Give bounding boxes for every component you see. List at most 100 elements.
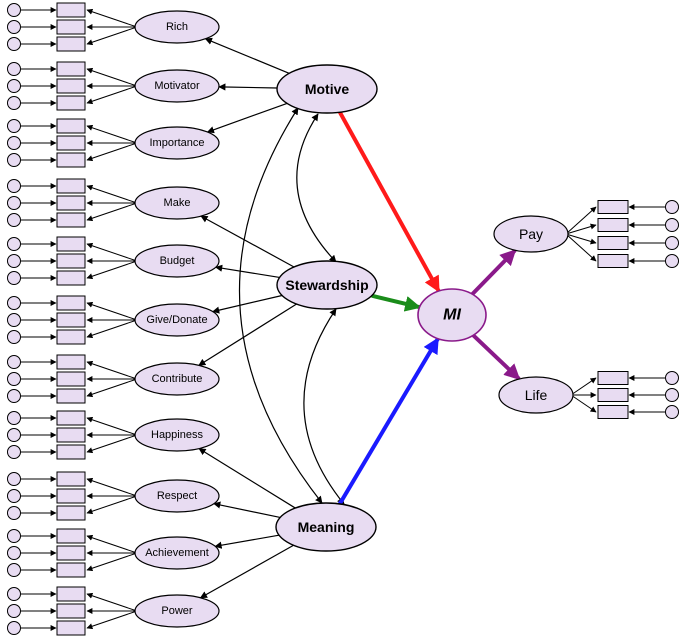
item-box [597,388,629,402]
item-box [56,295,86,311]
path-importance-to-item-3 [86,142,138,162]
path-pay-to-item-1 [565,206,597,235]
item-box [56,354,86,370]
latent-meaning [275,502,377,552]
indicator-contribute [134,362,220,396]
path-power-to-item-1 [86,592,138,612]
path-budget-to-item-1 [86,242,138,262]
error-term-circle [7,196,21,210]
path-budget-to-item-3 [86,260,138,280]
error-term-circle [7,119,21,133]
path-power-to-item-3 [86,610,138,630]
path-stewardship-to-make [200,215,295,268]
error-term-circle [7,604,21,618]
path-rich-to-item-1 [86,8,138,28]
path-mi-to-pay [470,248,517,296]
error-term-circle [7,136,21,150]
path-importance-to-item-1 [86,124,138,144]
indicator-label-achievement: Achievement [145,547,209,559]
error-term-circle [665,371,679,385]
path-meaning-to-mi [337,337,440,505]
item-box [597,200,629,214]
path-achievement-to-item-1 [86,534,138,554]
covariance-motive-meaning [238,107,323,504]
item-box [56,61,86,77]
path-meaning-to-happiness [198,448,296,509]
path-stewardship-to-contribute [198,303,297,366]
error-term-circle [665,200,679,214]
latent-label-motive: Motive [305,81,350,97]
item-box [56,135,86,151]
indicator-importance [134,126,220,160]
error-term-circle [7,445,21,459]
path-pay-to-item-4 [565,233,597,262]
item-box [597,254,629,268]
path-motive-to-motivator [218,83,278,91]
item-box [56,444,86,460]
path-meaning-to-power [199,544,294,599]
error-term-circle [7,37,21,51]
indicator-label-importance: Importance [149,137,204,149]
path-achievement-to-item-3 [86,552,138,572]
indicator-label-make: Make [164,197,191,209]
path-stewardship-to-give-donate [212,294,283,314]
path-stewardship-to-mi [371,293,422,312]
outcome-life [498,376,574,414]
path-stewardship-to-budget [215,264,280,279]
error-term-circle [7,237,21,251]
indicator-label-rich: Rich [166,21,188,33]
path-pay-to-item-3 [565,233,597,245]
item-box [56,19,86,35]
item-box [597,405,629,419]
indicator-happiness [134,418,220,452]
path-meaning-to-achievement [214,534,280,549]
indicator-label-power: Power [161,605,193,617]
item-box [56,36,86,52]
path-motivator-to-item-3 [86,85,138,105]
item-box [56,427,86,443]
error-term-circle [7,20,21,34]
error-term-circle [7,428,21,442]
item-box [597,218,629,232]
path-respect-to-item-1 [86,477,138,497]
item-box [56,471,86,487]
error-term-circle [7,313,21,327]
error-term-circle [7,79,21,93]
outcome-label-life: Life [525,387,548,403]
path-motive-to-mi [338,111,441,293]
error-term-circle [7,271,21,285]
path-life-to-item-3 [570,394,597,413]
item-box [56,620,86,636]
outcome-label-pay: Pay [519,226,543,242]
indicator-power [134,594,220,628]
path-happiness-to-item-1 [86,416,138,436]
item-box [56,586,86,602]
path-make-to-item-3 [86,202,138,222]
path-motive-to-importance [206,102,288,134]
error-term-circle [7,546,21,560]
path-meaning-to-respect [213,501,281,519]
item-box [56,410,86,426]
error-term-circle [665,388,679,402]
error-term-circle [665,405,679,419]
path-life-to-item-1 [570,377,597,396]
error-term-circle [7,411,21,425]
error-term-circle [7,153,21,167]
item-box [56,488,86,504]
indicator-label-happiness: Happiness [151,429,203,441]
path-contribute-to-item-1 [86,360,138,380]
covariance-stewardship-meaning [303,308,345,505]
path-motive-to-rich [204,37,290,74]
item-box [56,312,86,328]
indicator-motivator [134,69,220,103]
error-term-circle [665,254,679,268]
error-term-circle [7,62,21,76]
path-rich-to-item-3 [86,26,138,46]
item-box [56,178,86,194]
error-term-circle [7,529,21,543]
error-term-circle [7,563,21,577]
latent-stewardship [276,260,378,310]
latent-motive [276,64,378,114]
item-box [597,236,629,250]
